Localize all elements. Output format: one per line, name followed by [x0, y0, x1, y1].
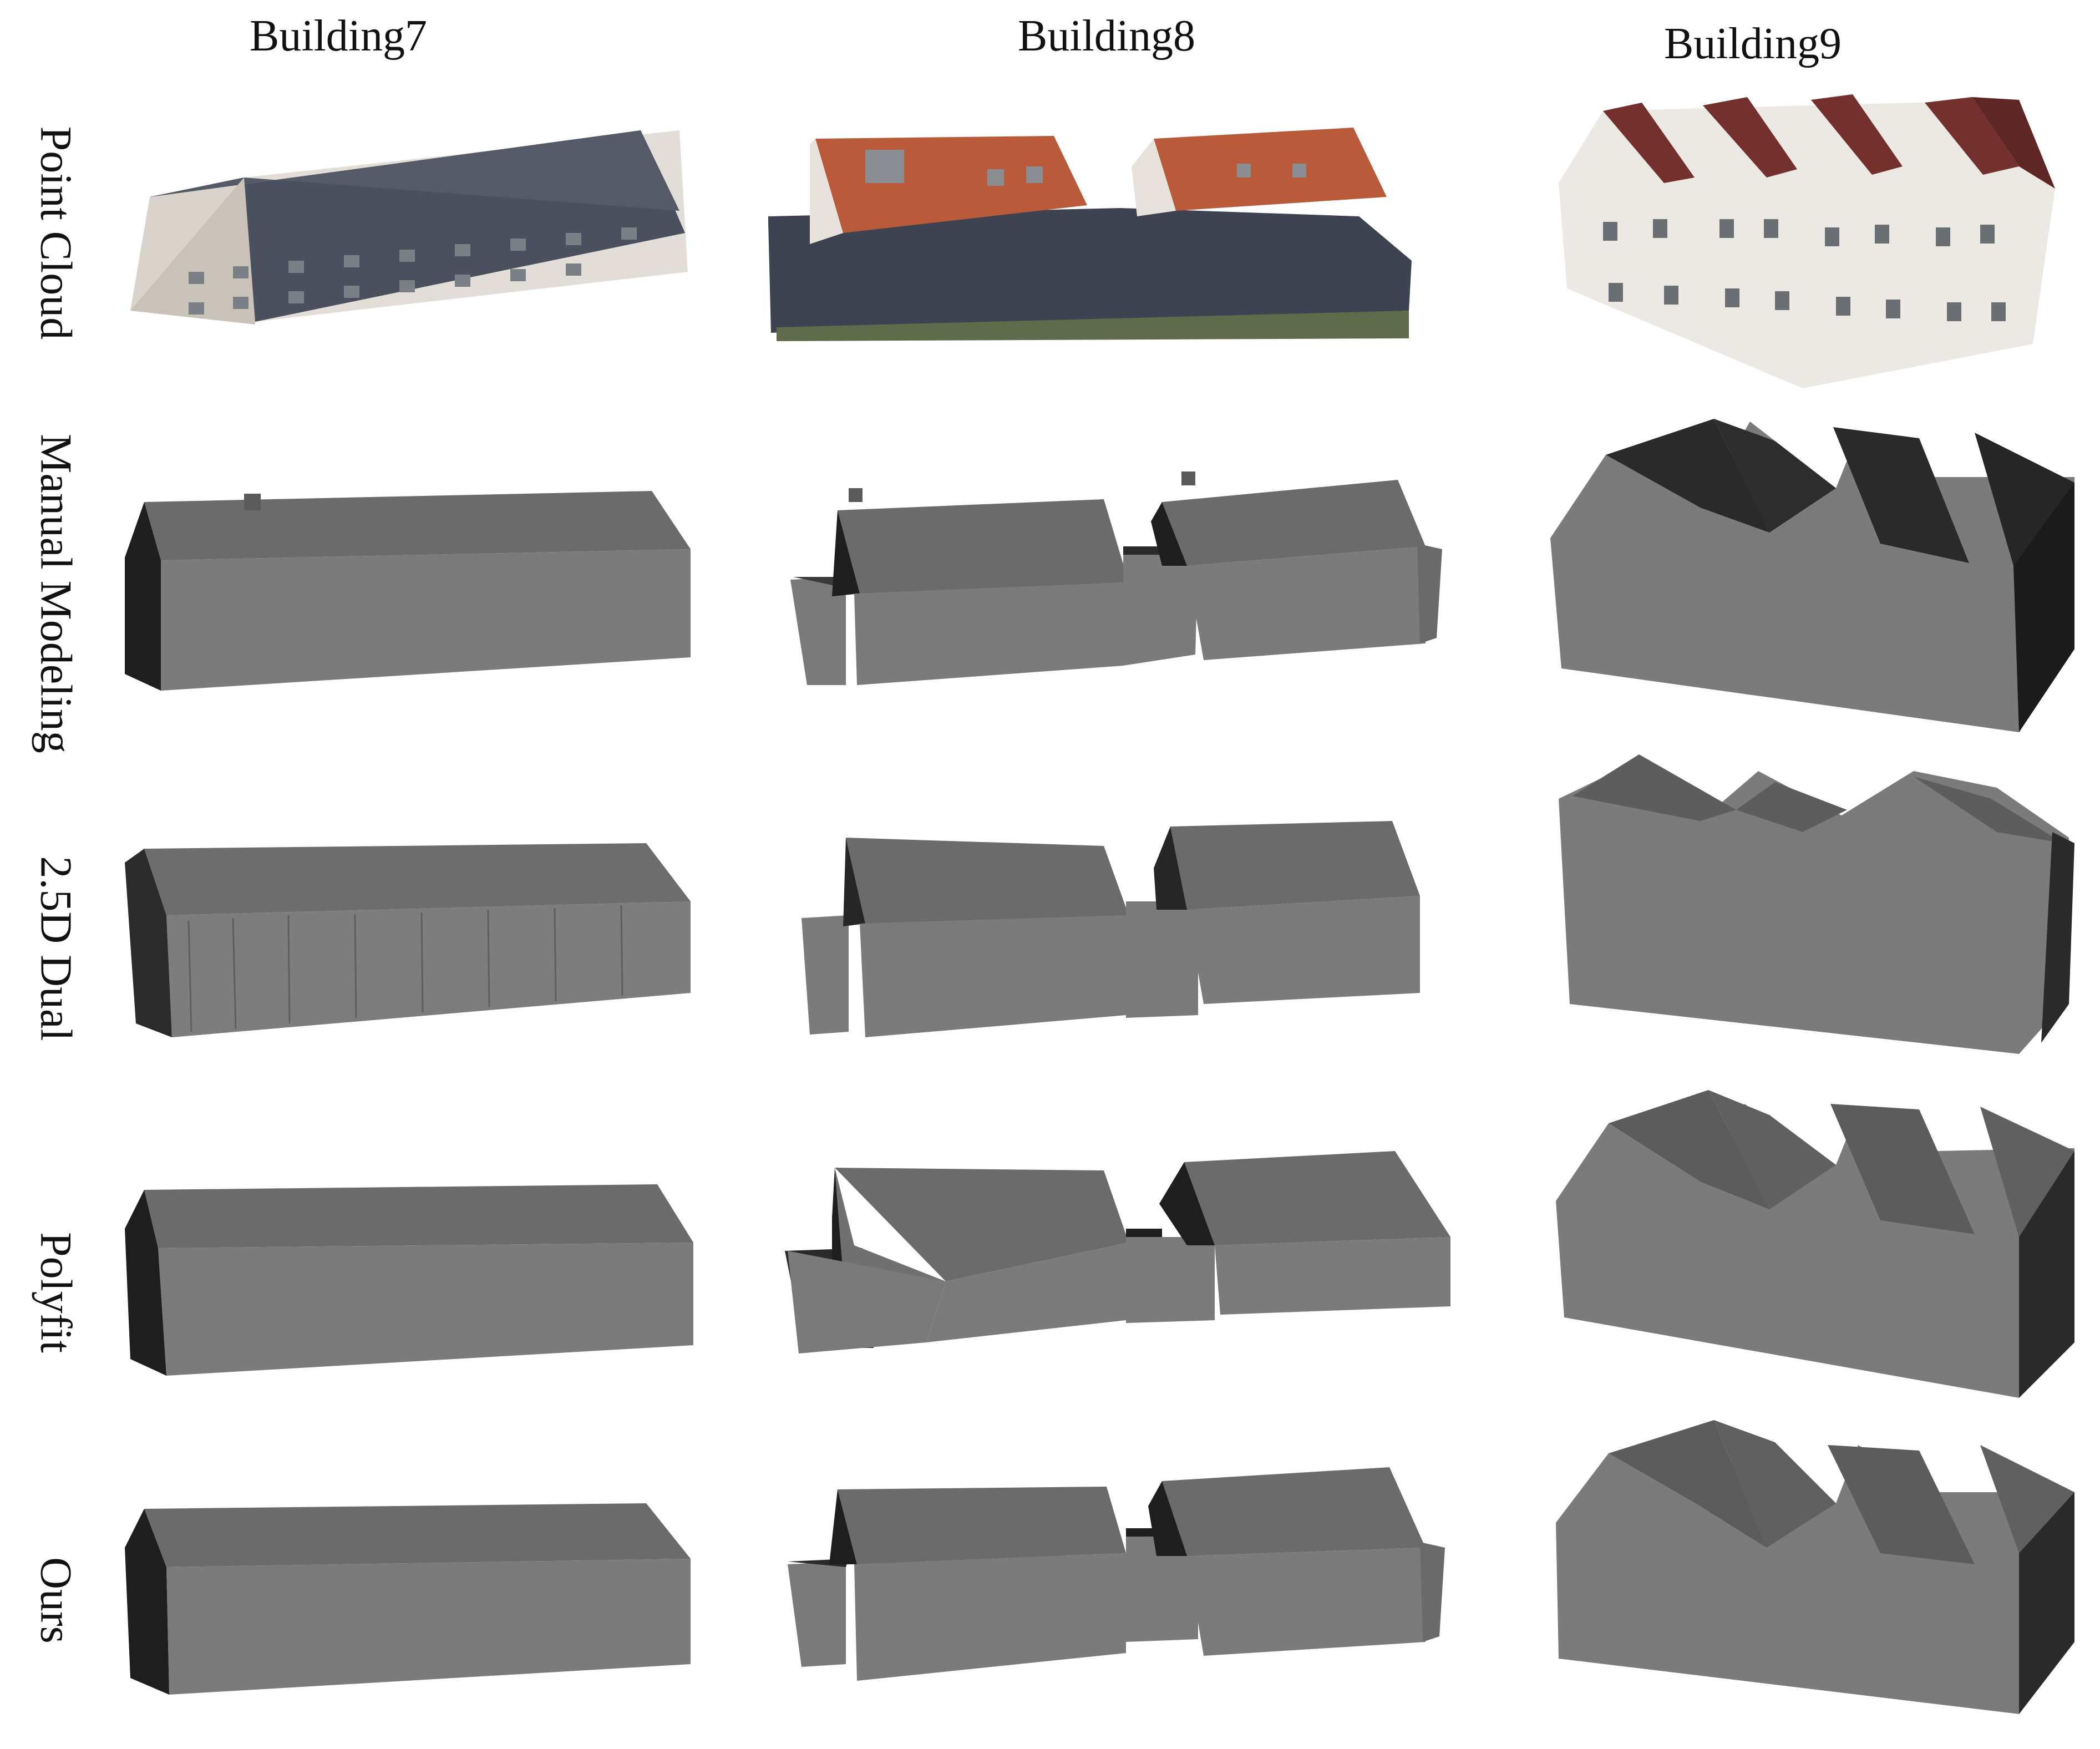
building8-manual-modeling	[790, 472, 1442, 685]
building9-point-cloud	[1559, 94, 2055, 388]
building8-ours	[788, 1467, 1445, 1681]
building7-point-cloud	[130, 130, 688, 325]
column-label-building7: Building7	[249, 12, 428, 60]
building7-manual-modeling	[125, 491, 691, 691]
building7-ours	[125, 1503, 691, 1695]
column-label-building8: Building8	[1017, 12, 1196, 60]
building7-polyfit	[125, 1184, 693, 1376]
building7-2-5d-dual	[125, 843, 691, 1037]
building8-polyfit	[785, 1151, 1450, 1353]
building8-point-cloud	[768, 128, 1412, 341]
building9-ours	[1556, 1420, 2074, 1714]
column-label-building9: Building9	[1663, 19, 1842, 68]
building9-2-5d-dual	[1559, 754, 2074, 1054]
building8-2-5d-dual	[802, 821, 1420, 1037]
building9-manual-modeling	[1550, 419, 2074, 732]
building9-polyfit	[1556, 1090, 2074, 1398]
